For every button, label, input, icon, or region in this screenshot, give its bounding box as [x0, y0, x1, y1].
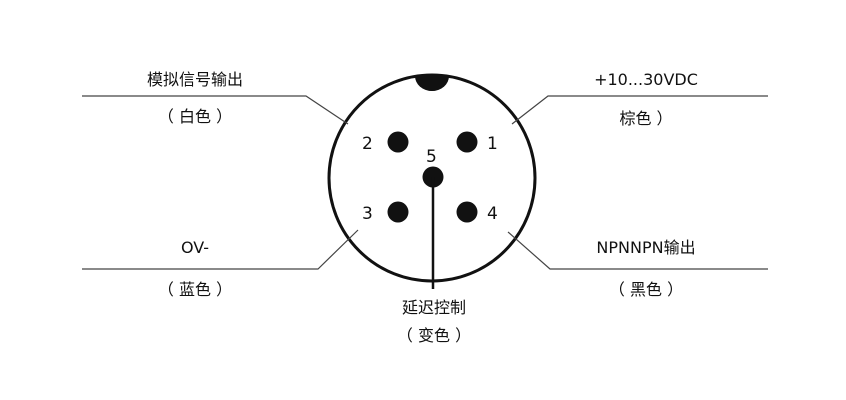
pin-2-dot [387, 131, 409, 153]
pin-4-dot [456, 201, 478, 223]
pin-1-dot [456, 131, 478, 153]
pin-3-dot [387, 201, 409, 223]
label-power-supply-color: 棕色 ） [619, 109, 672, 128]
leader-top-left [82, 95, 349, 125]
leader-bottom-right [507, 231, 768, 270]
connector-key-notch-fill [415, 76, 449, 91]
label-npn-output: NPNNPN输出 [596, 238, 695, 257]
label-power-supply: +10...30VDC [594, 70, 698, 89]
label-ground: OV- [181, 238, 209, 257]
label-analog-output: 模拟信号输出 [147, 70, 243, 89]
leader-top-right [511, 95, 768, 125]
pin-5-number: 5 [426, 147, 437, 167]
label-ground-color: （ 蓝色 ） [158, 280, 232, 299]
pin-2-number: 2 [362, 134, 373, 154]
pin-1-number: 1 [487, 134, 498, 154]
label-delay-control: 延迟控制 [402, 298, 466, 317]
pin-3-number: 3 [362, 204, 373, 224]
label-analog-output-color: （ 白色 ） [158, 107, 232, 126]
leader-bottom-left [82, 229, 359, 270]
label-delay-control-color: （ 变色 ） [397, 326, 471, 345]
pin-4-number: 4 [487, 204, 498, 224]
label-npn-output-color: （ 黑色 ） [609, 280, 683, 299]
